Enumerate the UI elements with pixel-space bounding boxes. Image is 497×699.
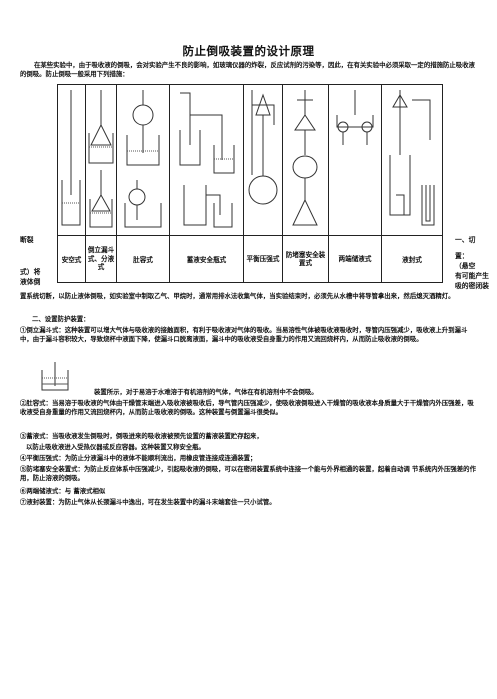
paragraph-8: ④平衡压强式：为防止分液漏斗中的液体不能顺利流出，用橡皮管连接成连通装置； bbox=[20, 454, 257, 462]
figure-liquid-seal bbox=[381, 84, 443, 236]
page-title: 防止倒吸装置的设计原理 bbox=[182, 44, 315, 58]
figure-hanging-tube bbox=[57, 84, 86, 236]
paragraph-7: 以防止吸收液进入受热仪器或反应容器。这种装置又称安全瓶。 bbox=[26, 443, 205, 451]
paragraph-1: 置系统切断，以防止液体倒吸，如实验室中制取乙气、甲烷时，通常用排水法收集气体，当… bbox=[20, 292, 455, 300]
figure-safety-bottle bbox=[169, 84, 244, 236]
figure-inverted-funnel bbox=[85, 84, 117, 236]
figure-bulb-tube bbox=[116, 84, 170, 236]
paragraph-3: ①倒立漏斗式：这种装置可以增大气体与吸收液的接触面积，有利于吸收液对气体的吸收。… bbox=[20, 326, 468, 344]
figure-organic-solvent bbox=[41, 362, 69, 391]
margin-right-2: 置： bbox=[455, 252, 469, 260]
margin-right-1: 一、切 bbox=[455, 236, 476, 244]
paragraph-2: 二、设置防护装置： bbox=[32, 315, 90, 323]
margin-left-2: 式）将 bbox=[20, 268, 41, 276]
figure-pressure-balance bbox=[243, 84, 283, 236]
paragraph-9: ⑤防堵塞安全装置式：为防止反应体系中压强减少，引起吸收液的倒吸，可以在密闭装置系… bbox=[20, 465, 476, 483]
paragraph-11: ⑦液封装置：为防止气体从长颈漏斗中逸出，可在发生装置中的漏斗末端套住一只小试管。 bbox=[20, 498, 276, 506]
margin-left-3: 液体倒 bbox=[20, 278, 41, 286]
margin-right-4: 有可能产生 bbox=[455, 272, 489, 280]
margin-right-5: 吸的密闭装 bbox=[455, 282, 489, 290]
label-inverted-funnel: 倒立漏斗式、分液式 bbox=[85, 235, 117, 283]
label-pressure-balance: 平衡压强式 bbox=[243, 235, 283, 283]
intro-paragraph: 在某些实验中，由于吸收液的倒吸，会对实验产生不良的影响，如玻璃仪器的炸裂，反应试… bbox=[20, 61, 475, 79]
paragraph-6: ③蓄液式：当吸收液发生倒吸时，倒吸进来的吸收液被预先设置的蓄液装置贮存起来， bbox=[20, 432, 263, 440]
apparatus-figure-table: 安空式 倒立漏斗式、分液式 肚容式 蓄液安全瓶式 平衡压强式 防堵塞安全装置式 … bbox=[57, 84, 443, 283]
label-double-end: 两端储液式 bbox=[328, 235, 382, 283]
paragraph-4: 装置所示，对于易溶于水难溶于有机溶剂的气体，气体在有机溶剂中不会倒吸。 bbox=[94, 388, 318, 396]
paragraph-5: ②肚容式：当易溶于吸收液的气体由干燥管末端进入吸收液被吸收后，导气管内压强减少，… bbox=[20, 399, 474, 417]
margin-right-3: （悬空 bbox=[455, 262, 476, 270]
label-liquid-seal: 液封式 bbox=[381, 235, 443, 283]
paragraph-10: ⑥两端储液式：与 蓄液式相似 bbox=[20, 487, 106, 495]
label-bulb: 肚容式 bbox=[116, 235, 170, 283]
margin-left-1: 断裂 bbox=[20, 236, 34, 244]
figure-double-end-reservoir bbox=[328, 84, 382, 236]
label-anti-blockage: 防堵塞安全装置式 bbox=[282, 235, 329, 283]
label-safety-bottle: 蓄液安全瓶式 bbox=[169, 235, 244, 283]
label-hanging: 安空式 bbox=[57, 235, 86, 283]
figure-anti-blockage bbox=[282, 84, 329, 236]
